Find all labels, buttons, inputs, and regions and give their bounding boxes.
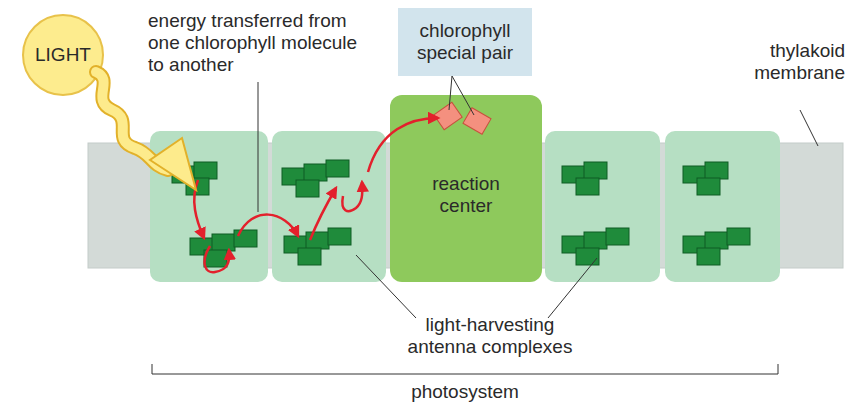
energy-arrow [194, 180, 204, 238]
chlorophyll-molecule [194, 162, 217, 179]
chlorophyll-molecule [282, 168, 305, 185]
leader-line [356, 255, 416, 318]
callout-label: light-harvesting antenna complexes [390, 314, 590, 358]
antenna-complex [545, 131, 660, 282]
special-pair-molecule [463, 108, 491, 135]
light-ray-head [150, 138, 196, 190]
chlorophyll-molecule [328, 228, 351, 245]
node-text: reaction center [411, 173, 521, 217]
reaction-center-box: reaction center [390, 95, 542, 282]
chlorophyll-molecule [697, 248, 720, 265]
antenna-complex [150, 131, 268, 282]
antenna-complex [272, 131, 386, 282]
chlorophyll-molecule [705, 232, 728, 249]
chlorophyll-molecule [172, 166, 195, 183]
chlorophyll-molecule [727, 228, 750, 245]
leader-lines [258, 82, 818, 318]
chlorophyll-molecule [576, 178, 599, 195]
circle-shape [23, 15, 103, 95]
bracket-label: photosystem [365, 381, 565, 403]
energy-arrow [310, 188, 336, 240]
node-text: LIGHT [35, 44, 91, 66]
chlorophyll-molecule [190, 238, 213, 255]
chlorophyll-molecule [562, 166, 585, 183]
leader-line [800, 110, 818, 146]
chlorophyll-molecule [204, 250, 227, 267]
light-ray [96, 72, 196, 190]
leader-line [258, 82, 259, 212]
chlorophyll-molecule [306, 232, 329, 249]
leader-line [449, 76, 452, 110]
light-ray-body [96, 72, 168, 170]
energy-arrow [342, 182, 362, 211]
chlorophyll-molecule [584, 232, 607, 249]
chlorophyll-molecule [697, 178, 720, 195]
leader-line [548, 258, 597, 318]
chlorophyll-molecule [186, 178, 209, 195]
energy-arrow [368, 118, 438, 172]
antenna-complex [665, 131, 780, 282]
chlorophyll-molecule [212, 234, 235, 251]
label-box: chlorophyll special pair [398, 8, 532, 76]
chlorophyll-molecule [326, 160, 349, 177]
chlorophyll-molecule [683, 236, 706, 253]
energy-transfer-arrows [194, 118, 438, 272]
chlorophyll-molecule [296, 180, 319, 197]
chlorophyll-molecules [172, 160, 750, 267]
chlorophyll-molecule [562, 236, 585, 253]
special-pair-molecule [434, 102, 462, 129]
bracket [152, 364, 778, 374]
chlorophyll-molecule [683, 166, 706, 183]
callout-label: thylakoid membrane [715, 40, 845, 84]
energy-arrow [205, 246, 230, 272]
chlorophyll-molecule [304, 164, 327, 181]
light-ray-outline [96, 72, 168, 170]
special-pair [434, 76, 491, 134]
chlorophyll-molecule [705, 162, 728, 179]
chlorophyll-molecule [606, 228, 629, 245]
chlorophyll-molecule [584, 162, 607, 179]
chlorophyll-molecule [284, 236, 307, 253]
chlorophyll-molecule [234, 230, 257, 247]
node-text: chlorophyll special pair [403, 20, 527, 64]
chlorophyll-molecule [576, 248, 599, 265]
leader-line [452, 76, 474, 115]
callout-label: energy transferred from one chlorophyll … [148, 10, 374, 76]
energy-arrow [238, 215, 298, 236]
chlorophyll-molecule [298, 248, 321, 265]
light-source: LIGHT [21, 13, 105, 97]
